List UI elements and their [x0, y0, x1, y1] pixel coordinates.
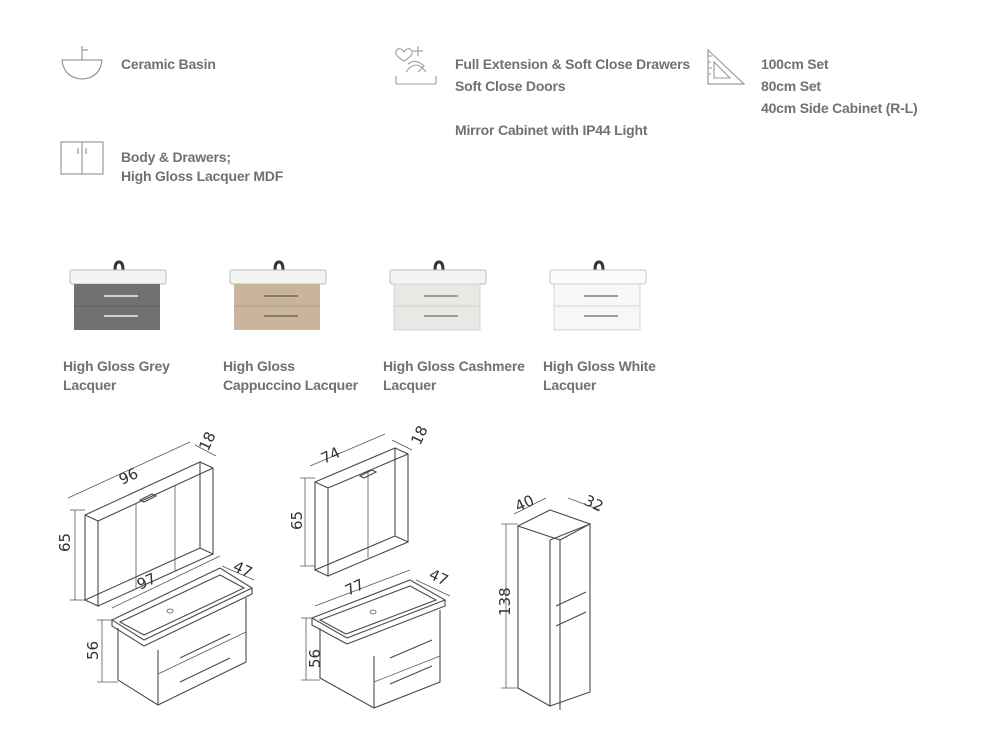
feature-body-line2: High Gloss Lacquer MDF — [121, 168, 284, 184]
mirror-cabinet-80-drawing — [300, 433, 413, 577]
finish-cashmere-image — [389, 260, 487, 331]
dim-80-vanity-width: 77 — [342, 575, 367, 599]
dim-80-mirror-depth: 18 — [407, 423, 431, 448]
dim-side-height: 138 — [496, 587, 514, 616]
soft-close-icon — [392, 42, 440, 88]
feature-doors: Soft Close Doors — [455, 78, 566, 94]
technical-drawings: 96 18 65 97 47 56 74 18 65 — [56, 423, 606, 710]
finish-white[interactable]: High Gloss White Lacquer — [540, 258, 700, 408]
finish-cashmere-line1: High Gloss Cashmere — [383, 358, 525, 374]
dim-80-vanity-height: 56 — [306, 649, 324, 668]
dim-100-mirror-width: 96 — [116, 464, 141, 488]
finish-grey-line2: Lacquer — [63, 377, 117, 393]
finish-white-line1: High Gloss White — [543, 358, 656, 374]
feature-mirror: Mirror Cabinet with IP44 Light — [455, 122, 648, 138]
cabinet-icon — [60, 140, 104, 176]
dim-side-width: 40 — [512, 491, 537, 515]
side-cabinet-drawing — [501, 497, 601, 710]
vanity-100-drawing — [97, 555, 255, 706]
finish-cashmere-line2: Lacquer — [383, 377, 437, 393]
feature-basin: Ceramic Basin — [121, 56, 216, 72]
dim-100-vanity-width: 97 — [134, 569, 159, 593]
mirror-cabinet-100-drawing — [67, 441, 217, 607]
dim-80-mirror-height: 65 — [288, 511, 306, 530]
set-square-icon — [706, 48, 746, 88]
dim-80-mirror-width: 74 — [318, 443, 343, 467]
finish-white-image — [549, 260, 647, 331]
dim-side-depth: 32 — [581, 491, 606, 515]
basin-icon — [58, 42, 106, 82]
finish-cashmere[interactable]: High Gloss Cashmere Lacquer — [380, 258, 540, 408]
feature-body-line1: Body & Drawers; — [121, 149, 231, 165]
finish-grey[interactable]: High Gloss Grey Lacquer — [60, 258, 220, 408]
finish-cappuccino-image — [229, 260, 327, 330]
finish-cappuccino-line1: High Gloss — [223, 358, 295, 374]
dim-80-vanity-depth: 47 — [426, 565, 451, 589]
dim-100-mirror-depth: 18 — [195, 429, 219, 454]
feature-size-80: 80cm Set — [761, 78, 821, 94]
finish-cappuccino[interactable]: High Gloss Cappuccino Lacquer — [220, 258, 380, 408]
feature-size-40: 40cm Side Cabinet (R-L) — [761, 100, 918, 116]
finish-grey-line1: High Gloss Grey — [63, 358, 170, 374]
dim-100-mirror-height: 65 — [56, 533, 74, 552]
finish-cappuccino-line2: Cappuccino Lacquer — [223, 377, 358, 393]
feature-size-100: 100cm Set — [761, 56, 829, 72]
finish-white-line2: Lacquer — [543, 377, 597, 393]
finish-grey-image — [69, 260, 167, 330]
vanity-80-drawing — [301, 569, 451, 709]
dim-100-vanity-depth: 47 — [230, 557, 255, 581]
dim-100-vanity-height: 56 — [84, 641, 102, 660]
feature-drawers: Full Extension & Soft Close Drawers — [455, 56, 690, 72]
